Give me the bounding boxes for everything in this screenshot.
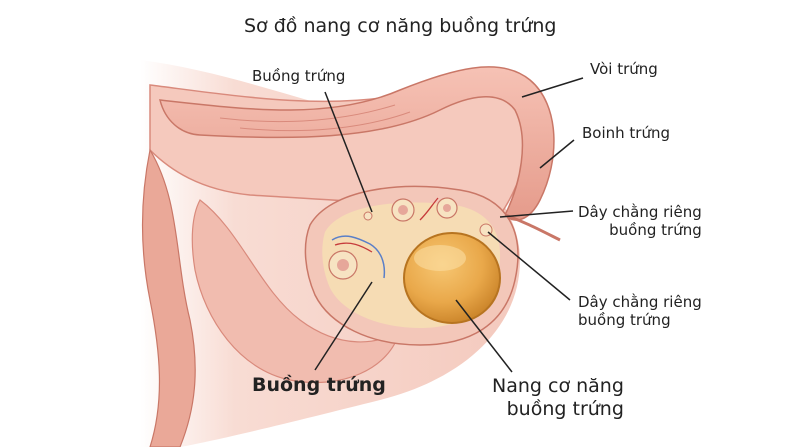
label-ovarian-ligament-1: Dây chằng riêng buồng trứng (578, 203, 702, 239)
uterine-wall-edge (141, 148, 196, 447)
leader-lines (314, 77, 584, 373)
lower-ligament-lobe (191, 199, 401, 384)
follicle-4-core (337, 259, 349, 271)
blood-vessel-red (334, 197, 439, 253)
label-ovary-top: Buồng trứng (252, 67, 346, 85)
leader-fallopian-tube (521, 77, 584, 98)
leader-cyst (455, 299, 513, 373)
leader-ovarian-ligament-2 (487, 231, 571, 301)
label-ovary-bottom: Buồng trứng (252, 374, 386, 396)
follicle-3 (363, 211, 373, 221)
leader-ovarian-ligament-1 (499, 210, 574, 218)
blood-vessel-blue (331, 235, 386, 279)
follicle-2-core (443, 204, 451, 212)
diagram-title: Sơ đồ nang cơ năng buồng trứng (244, 15, 557, 37)
cyst-highlight (414, 245, 466, 271)
follicle-1-core (398, 205, 408, 215)
tube-fold-lines (219, 104, 411, 132)
label-ovarian-ligament-2: Dây chằng riêng buồng trứng (578, 293, 702, 329)
leader-fimbriae (539, 139, 575, 169)
leader-ovary-bottom (314, 281, 373, 371)
leader-ovary-top (324, 91, 373, 213)
label-fimbriae: Boinh trứng (582, 124, 671, 142)
label-functional-cyst: Nang cơ năng buồng trứng (492, 375, 624, 420)
label-fallopian-tube: Vòi trứng (590, 60, 658, 78)
